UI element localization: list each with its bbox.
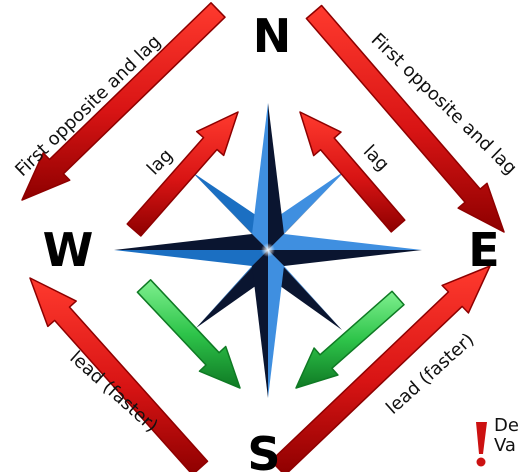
nw-outer-label: First opposite and lag (11, 31, 165, 181)
west-label: W (43, 223, 94, 277)
ne-inner-label: lag (359, 141, 393, 175)
ne-inner-red-arrow (300, 112, 405, 232)
note-line-2: Va (494, 436, 519, 456)
south-label: S (247, 427, 280, 472)
east-label: E (468, 223, 499, 277)
exclamation-icon (470, 416, 492, 472)
nw-inner-red-arrow (127, 112, 238, 236)
sw-outer-red-arrow (30, 278, 208, 472)
north-label: N (253, 9, 292, 63)
note: De Va (470, 416, 525, 472)
note-line-1: De (494, 416, 519, 436)
sw-green-arrow (137, 280, 240, 388)
